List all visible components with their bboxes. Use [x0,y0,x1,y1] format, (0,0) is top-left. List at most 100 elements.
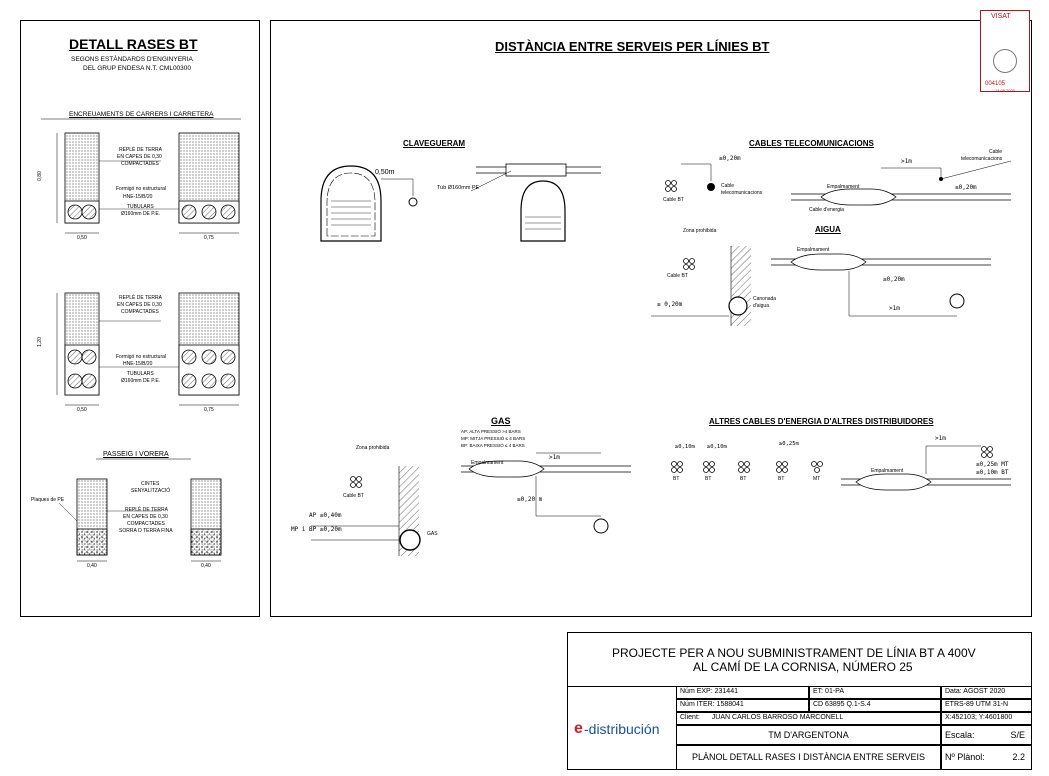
plan-num-cell: Nº Plànol: 2.2 [941,745,1032,770]
label-reple: REPLÈ DE TERRA [119,147,162,153]
dim-080: 0,80 [36,171,43,181]
left-panel-title: DETALL RASES BT [69,36,198,52]
other-joint: Empalmament [871,468,904,474]
scale-label: Escala: [945,730,975,740]
label-compacted: COMPACTADES [121,161,159,167]
tm-cell: TM D'ARGENTONA [676,725,941,745]
section-crossings-title: ENCREUAMENTS DE CARRERS I CARRETERA [69,111,214,118]
label-tube-diameter-2: Ø160mm DE P.E. [121,378,161,384]
edistribucion-logo: e -distribución [574,720,676,742]
label-hne-2: HNE-15/B/20 [123,361,153,367]
label-hne: HNE-15/B/20 [123,194,153,200]
section-walkway-title: PASSEIG I VORERA [103,451,169,458]
label-concrete-2: Formigó no estructural [116,354,167,360]
telecom-cable-1: Cable [721,183,735,189]
water-pipe-2: d'aigua [753,303,769,309]
sewer-title: CLAVEGUERAM [403,139,466,148]
visat-label: VISAT [991,13,1011,20]
other-bt-3: BT [740,476,747,482]
label-reple-2: REPLÈ DE TERRA [119,295,162,301]
gas-cable-bt: Cable BT [343,493,364,499]
other-mt: MT [813,476,821,482]
water-title: AIGUA [815,225,841,234]
other-bt-1: BT [673,476,680,482]
dim-050-2: 0,50 [77,407,87,413]
coords-cell: X:452103; Y:4601800 [941,712,1032,725]
tm-text: TM D'ARGENTONA [768,730,849,740]
plan-num-value: 2.2 [1012,752,1025,762]
telecom-cable-2: telecomunicacions [721,190,763,196]
telecom-cable-right-1: Cable [989,149,1003,155]
sewer-tube: Tub Ø160mm PE [437,185,480,191]
label-tapes: CINTES [141,481,160,487]
gas-mp: MP: MITJA PRESSIÓ ≤ 4 BARS [461,436,526,441]
gas-mpbp-dist: MP i BP ≥0,20m [291,526,342,533]
client-cell: Client: JUAN CARLOS BARROSO MARCONELL [676,712,941,725]
main-panel-title: DISTÀNCIA ENTRE SERVEIS PER LÍNIES BT [495,39,770,54]
telecom-energy-cable: Cable d'energia [809,207,844,213]
dim-120: 1,20 [36,337,43,347]
telecom-title: CABLES TELECOMUNICACIONS [749,139,874,148]
telecom-dist2: >1m [901,158,912,165]
other-cables-title: ALTRES CABLES D'ENERGIA D'ALTRES DISTRIB… [709,417,934,426]
main-panel: DISTÀNCIA ENTRE SERVEIS PER LÍNIES BT [270,20,1032,617]
water-joint: Empalmament [797,247,830,253]
data-cell: Data: AGOST 2020 [941,686,1032,699]
other-bt-4: BT [778,476,785,482]
gas-bp: BP: BAIXA PRESSIÓ ≤ 4 BARS [461,443,525,448]
other-bt-dist: ≥0,10m BT [976,469,1009,476]
gas-dist2: ≥0,20 m [517,496,543,503]
dim-040-2: 0,40 [201,563,211,569]
visat-date: 14.09.2020 [995,88,1016,93]
label-tubulars-2: TUBULARS [127,371,154,377]
telecom-joint: Empalmament [827,184,860,190]
plan-title: PLÀNOL DETALL RASES I DISTÀNCIA ENTRE SE… [691,752,926,762]
label-compacted-2: COMPACTADES [121,309,159,315]
left-subtitle-1: SEGONS ESTÀNDARDS D'ENGINYERIA [71,56,193,63]
visat-code: 004105 [985,81,1006,87]
project-title-line2: AL CAMÍ DE LA CORNISA, NÚMERO 25 [693,660,913,674]
water-dist1: ≥ 0,20m [657,301,683,308]
label-reple-layers: EN CAPES DE 0,30 [117,154,162,160]
left-panel: DETALL RASES BT SEGONS ESTÀNDARDS D'ENGI… [20,20,260,617]
dim-050: 0,50 [77,235,87,241]
label-sand: SORRA O TERRA FINA [119,528,173,534]
label-reple-layers-3: EN CAPES DE 0,30 [123,514,168,520]
telecom-dist1: ≥0,20m [719,155,741,162]
telecom-cable-bt: Cable BT [663,197,684,203]
trench-details-drawing [41,118,241,562]
sewer-distance: 0,50m [375,169,395,176]
client-name: JUAN CARLOS BARROSO MARCONELL [711,714,844,721]
dim-075-2: 0,75 [204,407,214,413]
plan-num-label: Nº Plànol: [945,752,985,762]
water-dist3: >1m [889,305,900,312]
service-distances-drawing [311,160,1012,556]
logo-e-icon: e [574,720,583,737]
label-reple-layers-2: EN CAPES DE 0,30 [117,302,162,308]
gas-joint: Empalmament [471,460,504,466]
dim-075: 0,75 [204,235,214,241]
project-title-line1: PROJECTE PER A NOU SUBMINISTRAMENT DE LÍ… [612,646,976,660]
label-tube-diameter: Ø160mm DE P.E. [121,211,161,217]
water-cable-bt: Cable BT [667,273,688,279]
et-cell: ET: 01-PA [809,686,941,699]
scale-cell: Escala: S/E [941,725,1032,745]
gas-ap-dist: AP ≥0,40m [309,512,342,519]
plan-title-cell: PLÀNOL DETALL RASES I DISTÀNCIA ENTRE SE… [676,745,941,770]
left-subtitle-2: DEL GRUP ENDESA N.T. CML00300 [83,65,192,72]
client-label: Client: [680,714,700,721]
label-concrete: Formigó no estructural [116,186,167,192]
other-dist-1: ≥0,10m [675,444,695,450]
gas-ap: AP: ALTA PRESSIÓ >4 BARS [461,429,521,434]
other-dist-2: ≥0,10m [707,444,727,450]
cd-cell: CD 63895 Q.1-S.4 [809,699,941,712]
gas-dist1: >1m [549,454,560,461]
gas-forbidden-zone: Zona prohibida [356,445,390,451]
water-dist2: ≥0,20m [883,276,905,283]
visat-seal-icon [993,49,1017,73]
label-pe-plates: Plaques de PE [31,497,65,503]
gas-label: GAS [427,531,438,537]
scale-value: S/E [1010,730,1025,740]
water-forbidden-zone: Zona prohibida [683,228,717,234]
telecom-cable-right-2: telecomunicacions [961,156,1003,162]
